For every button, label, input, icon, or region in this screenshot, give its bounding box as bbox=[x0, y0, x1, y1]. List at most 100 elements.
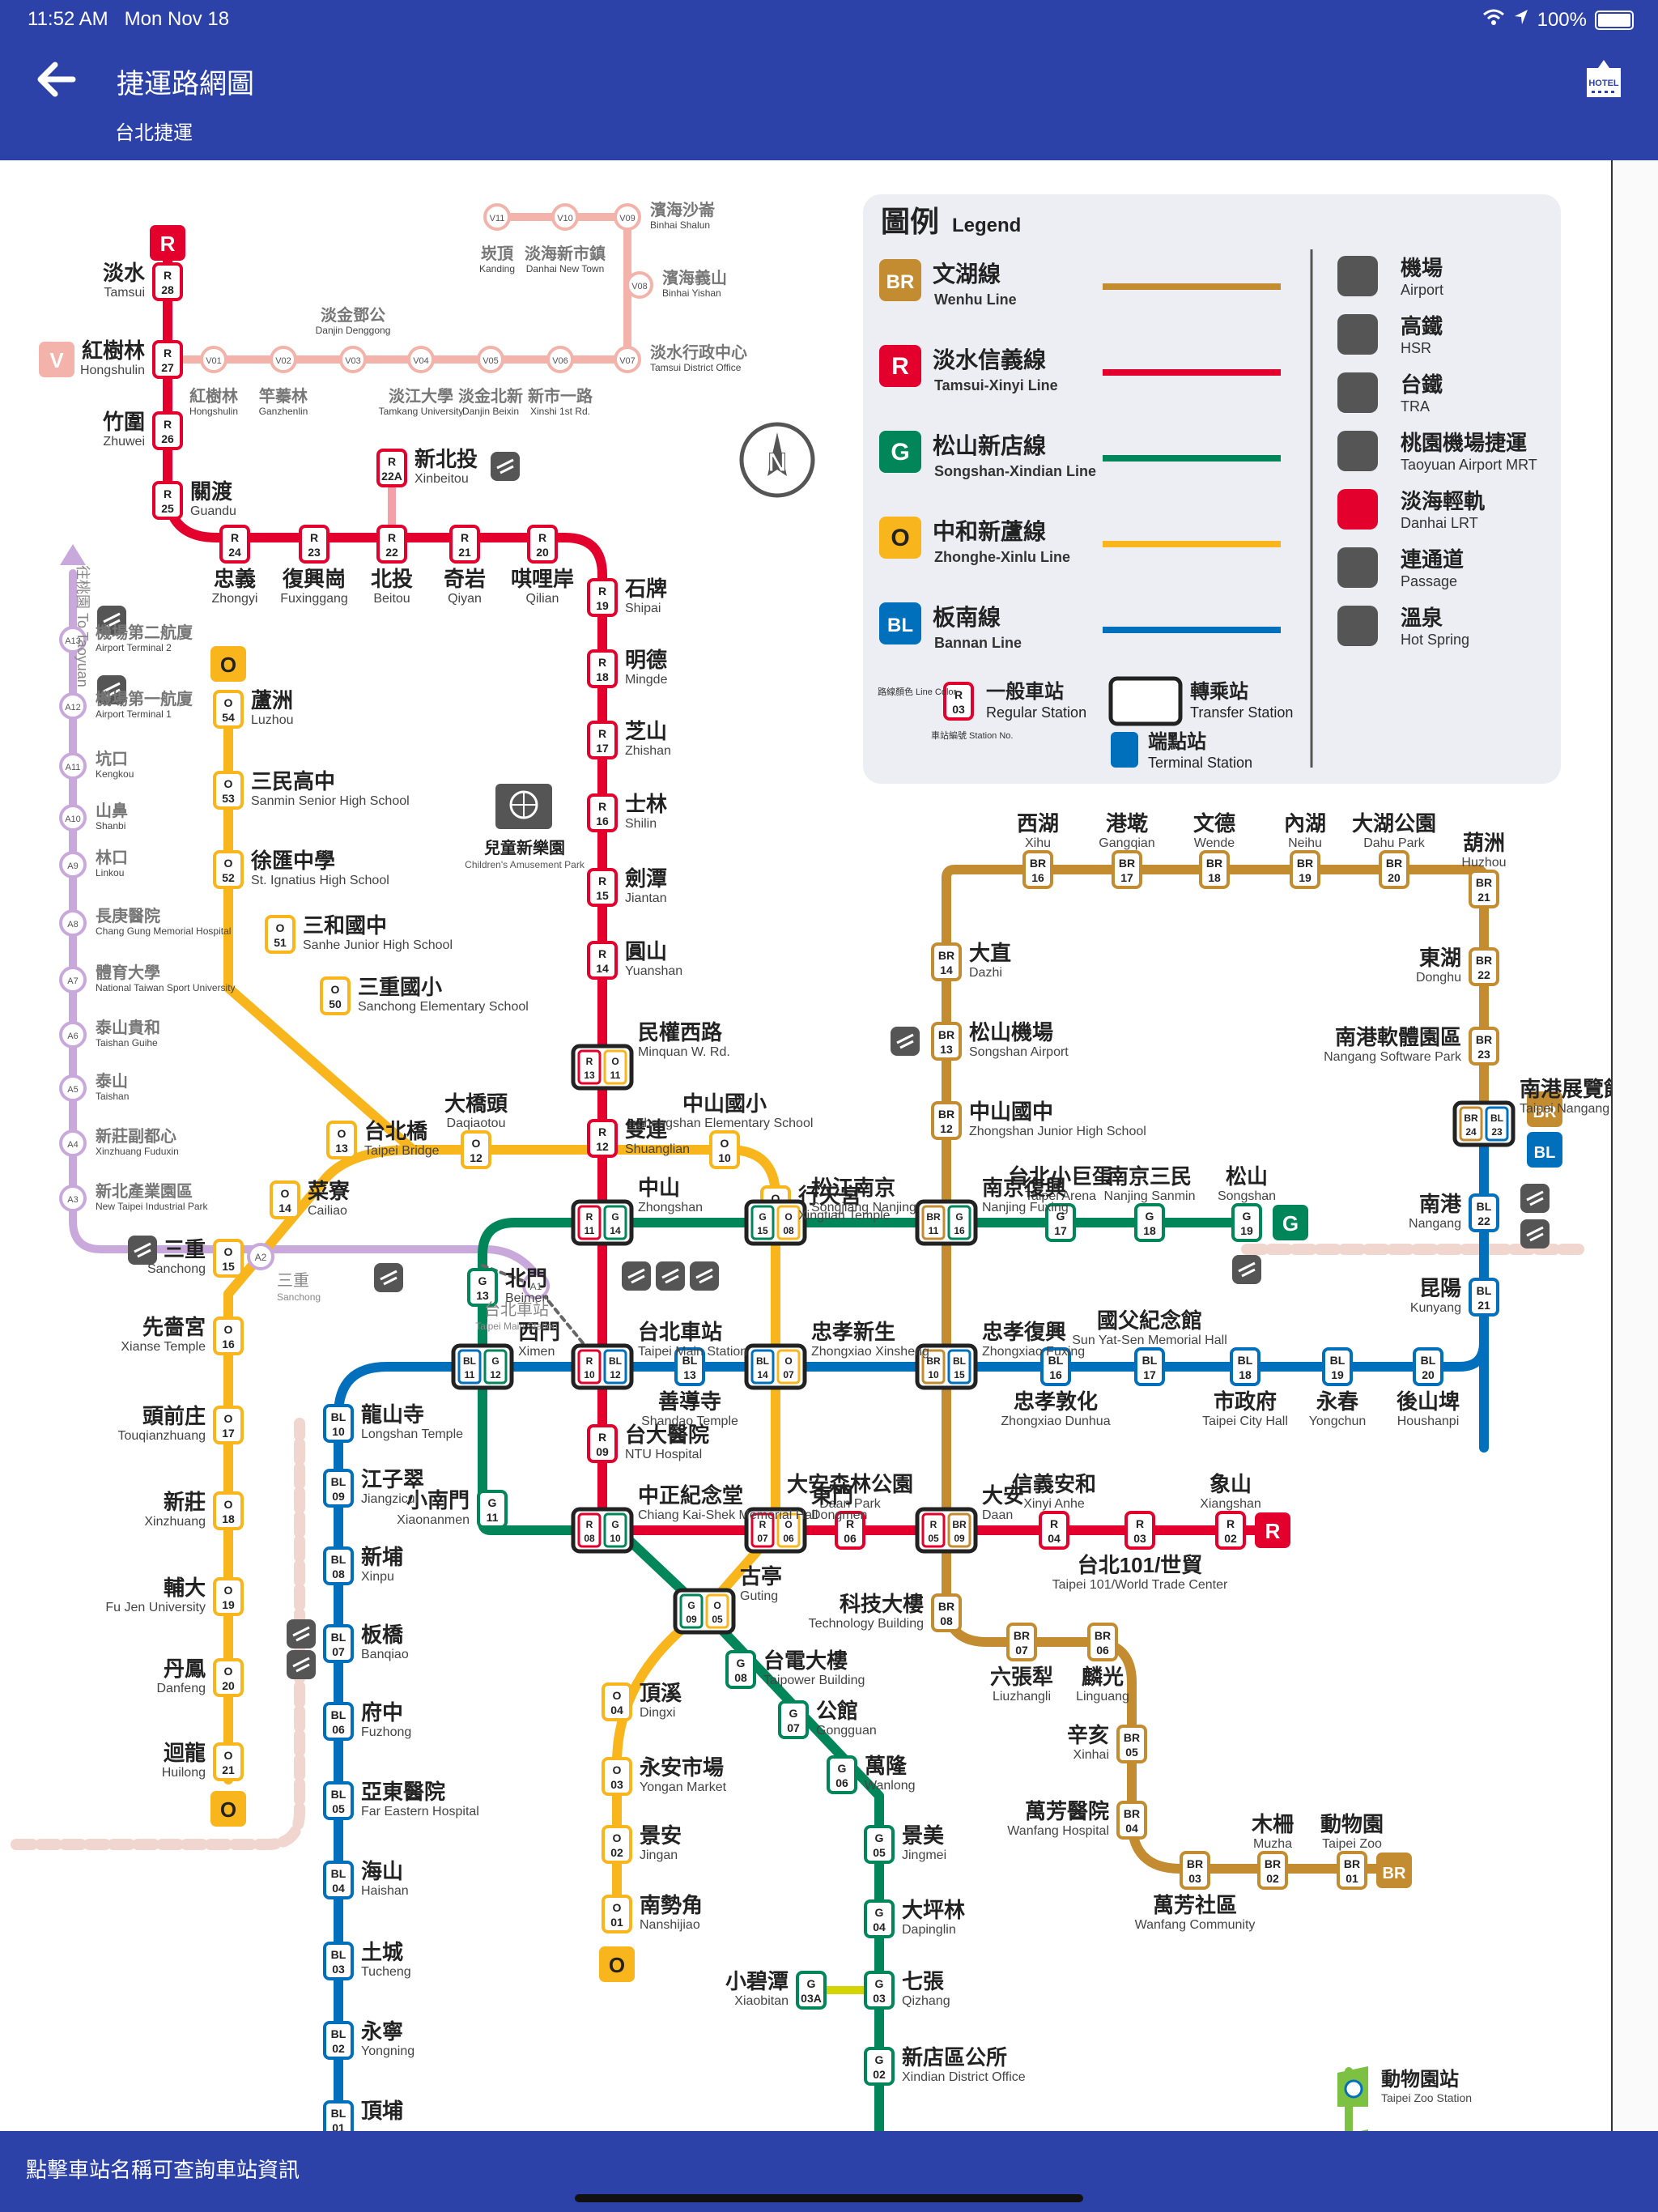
station-name-en[interactable]: Gongguan bbox=[816, 1724, 877, 1738]
station-label-br24[interactable]: 南港展覽館Taipei Nangang Exhibition Center bbox=[1520, 1077, 1611, 1116]
station-name-zh[interactable]: 七張 bbox=[902, 1969, 944, 1993]
station-name-en[interactable]: Shuanglian bbox=[625, 1142, 690, 1156]
maokong-name-zh[interactable]: 動物園站 bbox=[1381, 2069, 1459, 2091]
station-name-en[interactable]: Shilin bbox=[625, 817, 657, 831]
station-name-zh[interactable]: 新店區公所 bbox=[902, 2045, 1007, 2069]
station-name-zh[interactable]: 淡金北新 bbox=[458, 386, 523, 406]
station-name-zh[interactable]: 萬芳醫院 bbox=[1025, 1799, 1109, 1823]
station-name-en[interactable]: Huilong bbox=[162, 1766, 206, 1780]
station-name-en[interactable]: Kengkou bbox=[96, 768, 134, 780]
station-name-en[interactable]: Tamsui District Office bbox=[650, 362, 742, 373]
station-marker-r20[interactable]: R20 bbox=[527, 525, 558, 564]
station-name-en[interactable]: Daqiaotou bbox=[447, 1117, 506, 1130]
station-name-en[interactable]: Zhuwei bbox=[103, 435, 145, 449]
station-name-en[interactable]: Zhongshan Junior High School bbox=[969, 1125, 1146, 1138]
station-name-zh[interactable]: 松山 bbox=[1226, 1164, 1268, 1189]
station-name-zh[interactable]: 泰山貴和 bbox=[95, 1018, 160, 1037]
station-marker-v02[interactable]: V02 bbox=[270, 346, 297, 373]
station-name-zh[interactable]: 麟光 bbox=[1082, 1665, 1124, 1689]
station-name-zh[interactable]: 新市一路 bbox=[528, 386, 593, 406]
line-badge-br[interactable]: BR bbox=[1527, 1091, 1562, 1127]
station-marker-o50[interactable]: O50 bbox=[320, 976, 351, 1015]
station-marker-r17[interactable]: R17 bbox=[587, 721, 618, 759]
station-name-zh[interactable]: 文德 bbox=[1193, 811, 1235, 836]
station-marker-v05[interactable]: V05 bbox=[477, 346, 504, 373]
station-name-en[interactable]: Songshan bbox=[1218, 1189, 1276, 1203]
station-marker-r22[interactable]: R22 bbox=[376, 525, 407, 564]
station-name-en[interactable]: Taipei Arena bbox=[1025, 1189, 1096, 1203]
station-name-zh[interactable]: 紅樹林 bbox=[189, 386, 238, 406]
station-name-zh[interactable]: 象山 bbox=[1209, 1472, 1252, 1496]
station-name-en[interactable]: Zhongshan bbox=[638, 1201, 703, 1214]
station-name-en[interactable]: Linkou bbox=[96, 867, 124, 878]
station-name-en[interactable]: Cailiao bbox=[308, 1204, 347, 1218]
station-name-zh[interactable]: 南港展覽館 bbox=[1520, 1077, 1611, 1101]
station-name-en[interactable]: Zhongxiao Xinsheng bbox=[811, 1345, 929, 1359]
station-marker-r02[interactable]: R02 bbox=[1215, 1511, 1246, 1550]
station-marker-o17[interactable]: O17 bbox=[213, 1406, 244, 1444]
station-name-zh[interactable]: 泰山 bbox=[95, 1071, 128, 1091]
station-marker-g03[interactable]: G03 bbox=[864, 1971, 895, 2010]
station-name-en[interactable]: St. Ignatius High School bbox=[251, 874, 389, 887]
station-name-zh[interactable]: 新莊 bbox=[164, 1490, 206, 1514]
line-badge-r[interactable]: R bbox=[1255, 1512, 1290, 1548]
station-name-en[interactable]: Xinzhuang Fuduxin bbox=[96, 1146, 179, 1157]
station-name-en[interactable]: Huzhou bbox=[1461, 856, 1506, 870]
station-name-zh[interactable]: 劍潭 bbox=[625, 866, 667, 891]
back-button[interactable] bbox=[32, 55, 89, 112]
station-name-en[interactable]: Taishan bbox=[96, 1091, 129, 1102]
station-name-en[interactable]: Taishan Guihe bbox=[96, 1037, 158, 1049]
station-name-zh[interactable]: 大坪林 bbox=[902, 1898, 965, 1922]
station-name-en[interactable]: Ganzhenlin bbox=[259, 406, 308, 417]
station-name-zh[interactable]: 淡金鄧公 bbox=[321, 305, 385, 325]
station-name-en[interactable]: Fu Jen University bbox=[105, 1601, 206, 1614]
station-name-en[interactable]: Daan bbox=[982, 1508, 1013, 1522]
station-name-en[interactable]: Donghu bbox=[1416, 971, 1461, 985]
station-name-zh[interactable]: 淡水行政中心 bbox=[650, 342, 747, 362]
station-name-zh[interactable]: 忠義 bbox=[214, 567, 256, 591]
station-marker-v01[interactable]: V01 bbox=[200, 346, 227, 373]
station-name-zh[interactable]: 松山機場 bbox=[969, 1020, 1053, 1044]
station-name-zh[interactable]: 唭哩岸 bbox=[511, 567, 574, 591]
station-marker-g19[interactable]: G19 bbox=[1231, 1203, 1262, 1242]
station-name-en[interactable]: Shandao Temple bbox=[641, 1414, 738, 1428]
station-name-zh[interactable]: 北投 bbox=[371, 567, 413, 591]
station-name-en[interactable]: Danhai New Town bbox=[526, 263, 605, 274]
station-name-zh[interactable]: 台電大樓 bbox=[763, 1648, 848, 1673]
station-name-zh[interactable]: 圓山 bbox=[625, 939, 667, 963]
station-name-en[interactable]: Minquan W. Rd. bbox=[638, 1045, 730, 1059]
station-name-zh[interactable]: 新北產業園區 bbox=[96, 1181, 193, 1201]
amusement-park-name[interactable]: 兒童新樂園 bbox=[484, 838, 565, 857]
station-marker-g08[interactable]: G08 bbox=[725, 1650, 756, 1689]
station-marker-r12[interactable]: R12 bbox=[587, 1119, 618, 1158]
station-name-zh[interactable]: 輔大 bbox=[164, 1576, 206, 1600]
station-name-en[interactable]: Nanjing Fuxing bbox=[982, 1201, 1069, 1214]
station-name-en[interactable]: Binhai Yishan bbox=[662, 287, 721, 299]
legend-regular-marker[interactable]: R03 bbox=[943, 682, 974, 721]
